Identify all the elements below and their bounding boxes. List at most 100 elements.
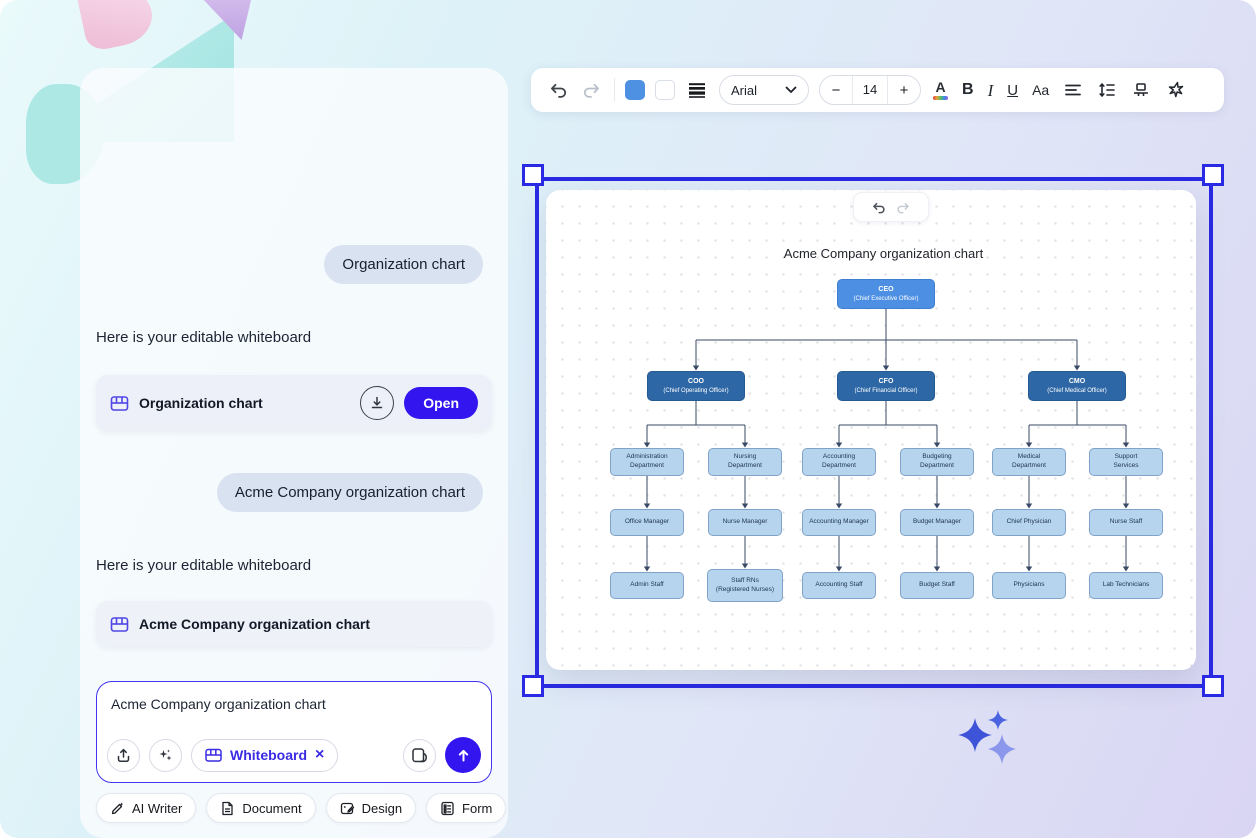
media-palette-button[interactable] bbox=[403, 738, 436, 772]
whiteboard-file-card[interactable]: Organization chart Open bbox=[96, 375, 492, 431]
increase-font-size-button[interactable]: + bbox=[899, 81, 909, 99]
stroke-width-button[interactable] bbox=[685, 78, 709, 102]
text-case-icon: Aa bbox=[1032, 82, 1050, 98]
redo-icon[interactable] bbox=[896, 200, 911, 215]
canvas-history-bar bbox=[853, 192, 929, 222]
undo-icon[interactable] bbox=[871, 200, 886, 215]
download-button[interactable] bbox=[360, 386, 395, 420]
design-chip[interactable]: Design bbox=[325, 793, 417, 823]
toolbar-divider bbox=[614, 78, 615, 102]
whiteboard-file-card[interactable]: Acme Company organization chart bbox=[96, 601, 492, 647]
align-icon bbox=[1065, 84, 1082, 96]
org-node-accounting-staff[interactable]: Accounting Staff bbox=[802, 572, 876, 599]
org-node-administration-department[interactable]: Administration Department bbox=[610, 448, 684, 476]
selection-handle-bottom-left[interactable] bbox=[522, 675, 544, 697]
org-node-accounting-department[interactable]: Accounting Department bbox=[802, 448, 876, 476]
bold-button[interactable]: B bbox=[960, 80, 976, 100]
sparkles-icon bbox=[159, 749, 172, 760]
org-node-accounting-manager[interactable]: Accounting Manager bbox=[802, 509, 876, 536]
position-icon bbox=[1134, 83, 1149, 96]
effects-button[interactable] bbox=[1163, 78, 1187, 102]
underline-button[interactable]: U bbox=[1005, 81, 1020, 100]
line-spacing-button[interactable] bbox=[1095, 78, 1119, 102]
position-button[interactable] bbox=[1129, 78, 1153, 102]
chip-label: Design bbox=[361, 800, 403, 816]
file-card-title: Acme Company organization chart bbox=[139, 616, 371, 632]
whiteboard-canvas[interactable]: Acme Company organization chart CEO(Chie… bbox=[546, 190, 1196, 670]
canvas-title[interactable]: Acme Company organization chart bbox=[783, 246, 984, 261]
remove-attachment-icon[interactable]: × bbox=[315, 746, 325, 763]
org-node-cmo[interactable]: CMO(Chief Medical Officer) bbox=[1028, 371, 1126, 401]
chevron-down-icon bbox=[785, 86, 797, 93]
sparkles-decoration bbox=[958, 708, 1020, 769]
rainbow-underline bbox=[933, 96, 948, 100]
attachment-chip-label: Whiteboard bbox=[230, 747, 307, 763]
org-node-lab-technicians[interactable]: Lab Technicians bbox=[1089, 572, 1163, 599]
bold-icon: B bbox=[962, 81, 974, 98]
org-node-cfo[interactable]: CFO(Chief Financial Officer) bbox=[837, 371, 935, 401]
org-node-chief-physician[interactable]: Chief Physician bbox=[992, 509, 1066, 536]
fill-color-swatch[interactable] bbox=[625, 80, 645, 100]
whiteboard-icon bbox=[110, 615, 129, 634]
chip-label: Document bbox=[242, 800, 302, 816]
pen-sparkle-icon bbox=[111, 801, 124, 814]
font-color-button[interactable]: A bbox=[931, 78, 950, 102]
palette-icon bbox=[412, 747, 427, 762]
chip-label: Form bbox=[462, 800, 493, 816]
org-node-ceo[interactable]: CEO(Chief Executive Officer) bbox=[837, 279, 935, 309]
whiteboard-icon bbox=[205, 748, 222, 762]
composer: Acme Company organization chart bbox=[96, 681, 492, 783]
user-message-bubble: Organization chart bbox=[324, 245, 483, 284]
org-node-physicians[interactable]: Physicians bbox=[992, 572, 1066, 599]
send-arrow-icon bbox=[458, 749, 468, 761]
form-chip[interactable]: Form bbox=[426, 793, 507, 823]
upload-button[interactable] bbox=[107, 738, 140, 772]
line-spacing-icon bbox=[1099, 83, 1116, 97]
open-button[interactable]: Open bbox=[404, 387, 478, 419]
org-node-budget-staff[interactable]: Budget Staff bbox=[900, 572, 974, 599]
document-chip[interactable]: Document bbox=[206, 793, 316, 823]
italic-button[interactable]: I bbox=[986, 80, 996, 101]
font-family-select[interactable]: Arial bbox=[719, 75, 809, 105]
font-family-value: Arial bbox=[731, 82, 758, 98]
selection-handle-bottom-right[interactable] bbox=[1202, 675, 1224, 697]
org-node-support-services[interactable]: Support Services bbox=[1089, 448, 1163, 476]
italic-icon: I bbox=[987, 80, 994, 100]
org-node-budgeting-department[interactable]: Budgeting Department bbox=[900, 448, 974, 476]
redo-button[interactable] bbox=[580, 78, 604, 102]
send-button[interactable] bbox=[445, 737, 481, 773]
org-node-staff-rns[interactable]: Staff RNs (Registered Nurses) bbox=[707, 569, 783, 602]
ai-sparkle-button[interactable] bbox=[149, 738, 182, 772]
org-chart: CEO(Chief Executive Officer) COO(Chief Op… bbox=[546, 190, 1196, 670]
decrease-font-size-button[interactable]: − bbox=[831, 81, 841, 99]
org-node-coo[interactable]: COO(Chief Operating Officer) bbox=[647, 371, 745, 401]
stroke-width-icon bbox=[689, 83, 705, 98]
selection-handle-top-right[interactable] bbox=[1202, 164, 1224, 186]
assistant-message: Here is your editable whiteboard bbox=[96, 557, 312, 574]
text-case-button[interactable]: Aa bbox=[1030, 81, 1051, 99]
selection-handle-top-left[interactable] bbox=[522, 164, 544, 186]
org-node-office-manager[interactable]: Office Manager bbox=[610, 509, 684, 536]
undo-button[interactable] bbox=[546, 78, 570, 102]
org-node-admin-staff[interactable]: Admin Staff bbox=[610, 572, 684, 599]
font-color-icon: A bbox=[935, 79, 946, 96]
download-icon bbox=[371, 396, 383, 409]
text-align-button[interactable] bbox=[1061, 78, 1085, 102]
org-node-medical-department[interactable]: Medical Department bbox=[992, 448, 1066, 476]
user-message-bubble: Acme Company organization chart bbox=[216, 473, 483, 512]
org-node-nurse-staff[interactable]: Nurse Staff bbox=[1089, 509, 1163, 536]
composer-input[interactable]: Acme Company organization chart bbox=[109, 694, 479, 734]
ai-writer-chip[interactable]: AI Writer bbox=[96, 793, 197, 823]
org-node-nursing-department[interactable]: Nursing Department bbox=[708, 448, 782, 476]
selection-frame[interactable] bbox=[535, 177, 1213, 688]
whiteboard-attachment-chip[interactable]: Whiteboard × bbox=[191, 738, 339, 772]
quick-actions: AI Writer Document Design bbox=[96, 793, 507, 823]
org-node-nurse-manager[interactable]: Nurse Manager bbox=[708, 509, 782, 536]
font-size-stepper: − 14 + bbox=[819, 75, 921, 105]
stroke-color-swatch[interactable] bbox=[655, 80, 675, 100]
pink-shape-decoration bbox=[76, 0, 158, 53]
underline-icon: U bbox=[1007, 81, 1019, 99]
org-node-budget-manager[interactable]: Budget Manager bbox=[900, 509, 974, 536]
font-size-value[interactable]: 14 bbox=[852, 76, 888, 104]
